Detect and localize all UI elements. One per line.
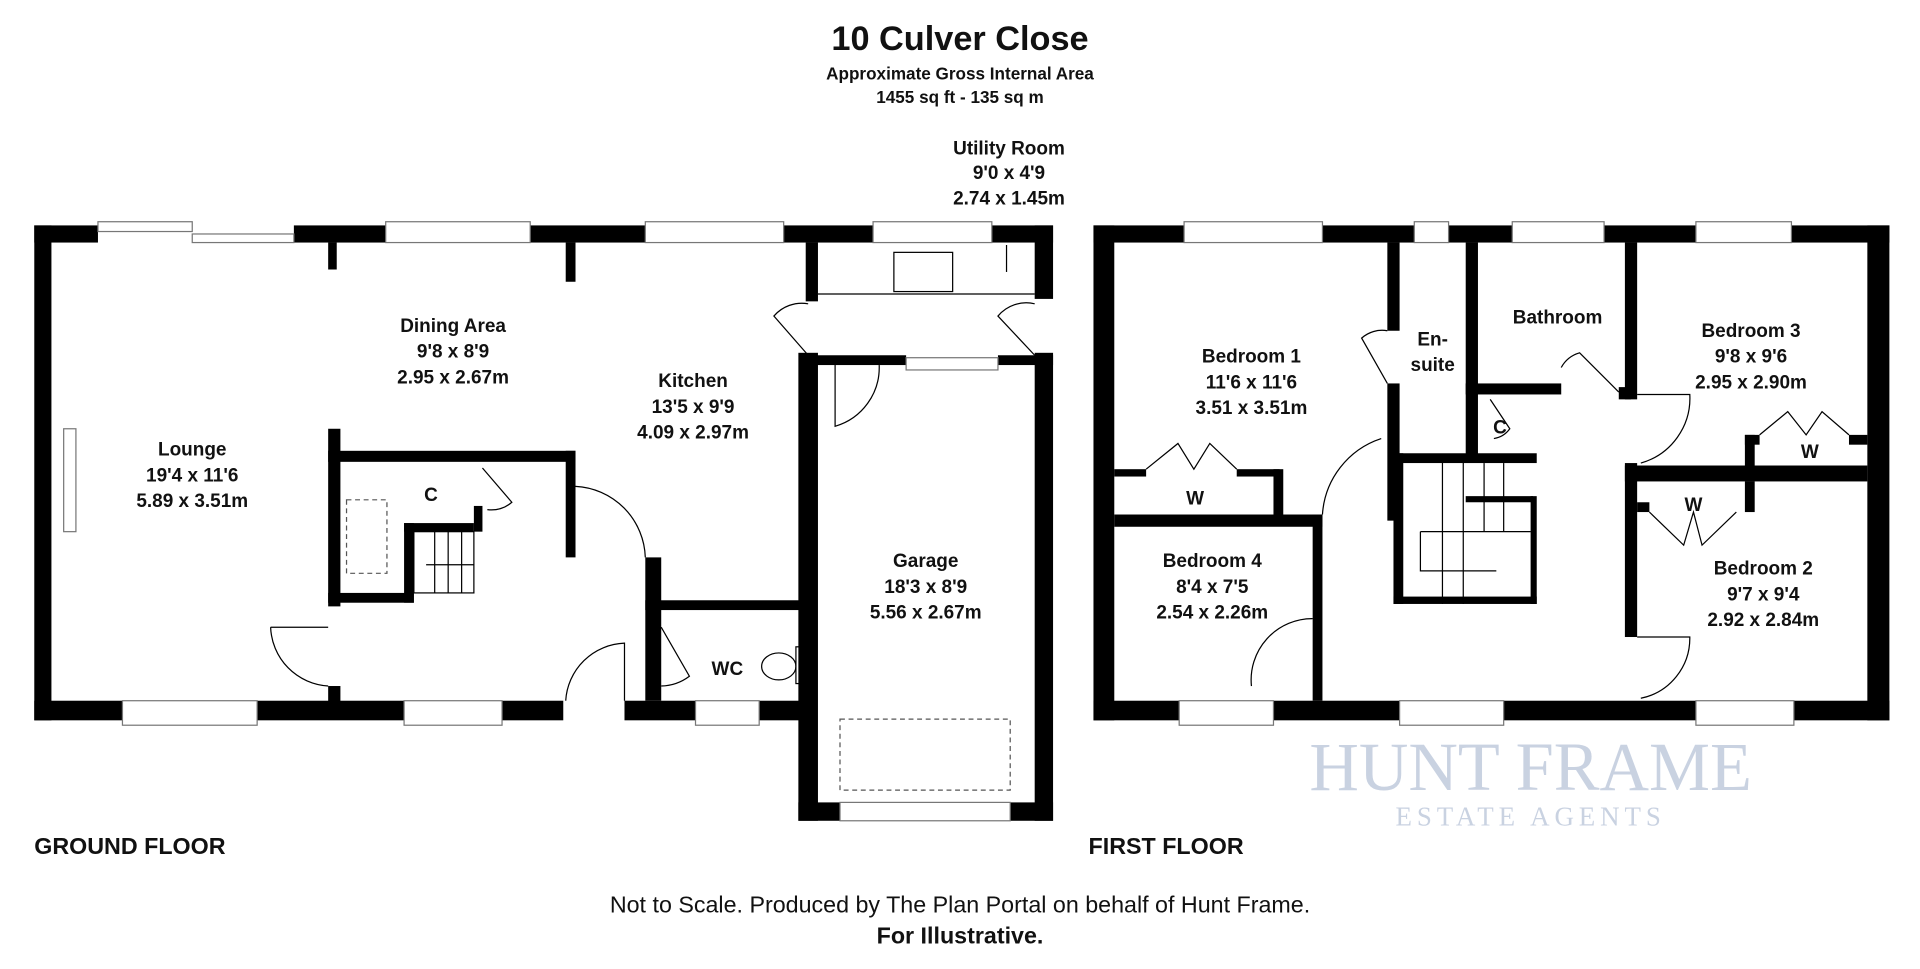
ground-floor-labels: Utility Room 9'0 x 4'9 2.74 x 1.45m Dini… bbox=[34, 138, 1065, 858]
disclaimer: Not to Scale. Produced by The Plan Porta… bbox=[610, 892, 1310, 918]
ground-floor-label: GROUND FLOOR bbox=[34, 833, 225, 859]
wardrobe-label-bedroom-2: W bbox=[1685, 495, 1703, 516]
page-title: 10 Culver Close bbox=[831, 20, 1088, 58]
kitchen-imperial: 13'5 x 9'9 bbox=[652, 397, 735, 418]
dining-area-metric: 2.95 x 2.67m bbox=[397, 367, 509, 388]
wardrobe-label-bedroom-3: W bbox=[1801, 442, 1819, 463]
cupboard-label: C bbox=[1493, 418, 1507, 439]
garage-metric: 5.56 x 2.67m bbox=[870, 603, 982, 624]
illustrative-note: For Illustrative. bbox=[877, 922, 1044, 948]
wc-label: WC bbox=[712, 659, 744, 680]
bedroom-2-imperial: 9'7 x 9'4 bbox=[1727, 584, 1800, 605]
ensuite-label-1: En- bbox=[1417, 329, 1448, 350]
bedroom-1-name: Bedroom 1 bbox=[1202, 347, 1302, 368]
wardrobe-label-bedroom-1: W bbox=[1186, 489, 1204, 510]
dining-area-imperial: 9'8 x 8'9 bbox=[417, 342, 489, 363]
bedroom-1-metric: 3.51 x 3.51m bbox=[1196, 398, 1308, 419]
bedroom-2-name: Bedroom 2 bbox=[1714, 559, 1813, 580]
first-floor-walls bbox=[1093, 221, 1890, 726]
utility-room-metric: 2.74 x 1.45m bbox=[953, 189, 1065, 210]
utility-room-imperial: 9'0 x 4'9 bbox=[973, 163, 1045, 184]
lounge-name: Lounge bbox=[158, 440, 226, 461]
bedroom-3-imperial: 9'8 x 9'6 bbox=[1715, 347, 1787, 368]
ground-floor-walls bbox=[34, 221, 1054, 822]
kitchen-name: Kitchen bbox=[658, 371, 728, 392]
lounge-metric: 5.89 x 3.51m bbox=[136, 491, 248, 512]
bathroom-label: Bathroom bbox=[1513, 307, 1603, 328]
bedroom-4-imperial: 8'4 x 7'5 bbox=[1176, 577, 1249, 598]
ensuite-label-2: suite bbox=[1411, 355, 1455, 376]
first-floor-labels: Bedroom 1 11'6 x 11'6 3.51 x 3.51m En- s… bbox=[1089, 307, 1820, 858]
bedroom-4-metric: 2.54 x 2.26m bbox=[1156, 603, 1268, 624]
bedroom-3-metric: 2.95 x 2.90m bbox=[1695, 372, 1807, 393]
kitchen-metric: 4.09 x 2.97m bbox=[637, 423, 749, 444]
bedroom-2-metric: 2.92 x 2.84m bbox=[1707, 610, 1819, 631]
watermark-logo: HUNT FRAME bbox=[1309, 729, 1752, 805]
lounge-imperial: 19'4 x 11'6 bbox=[146, 465, 238, 486]
garage-imperial: 18'3 x 8'9 bbox=[884, 577, 967, 598]
watermark-sub: ESTATE AGENTS bbox=[1395, 802, 1665, 832]
garage-name: Garage bbox=[893, 551, 958, 572]
dining-area-name: Dining Area bbox=[400, 316, 506, 337]
area-subtitle: Approximate Gross Internal Area bbox=[826, 64, 1094, 84]
bedroom-3-name: Bedroom 3 bbox=[1701, 321, 1800, 342]
area-value: 1455 sq ft - 135 sq m bbox=[876, 87, 1043, 107]
utility-room-name: Utility Room bbox=[953, 138, 1065, 159]
cupboard-label: C bbox=[424, 485, 438, 506]
first-floor-label: FIRST FLOOR bbox=[1089, 833, 1244, 859]
bedroom-1-imperial: 11'6 x 11'6 bbox=[1206, 372, 1297, 393]
bedroom-4-name: Bedroom 4 bbox=[1163, 551, 1263, 572]
